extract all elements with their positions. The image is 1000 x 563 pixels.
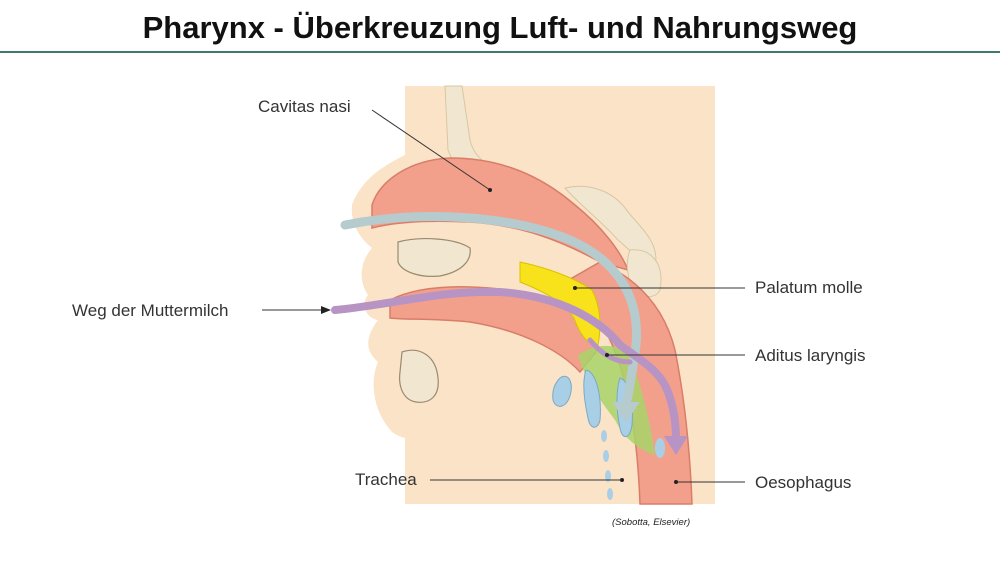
air-path-arrowhead: [612, 402, 640, 422]
label-aditus-laryngis: Aditus laryngis: [755, 346, 866, 365]
page-title: Pharynx - Überkreuzung Luft- und Nahrung…: [142, 10, 858, 45]
cricoid-cartilage: [655, 438, 665, 458]
leader-dot: [605, 353, 609, 357]
leader-dot: [674, 480, 678, 484]
label-oesophagus: Oesophagus: [755, 473, 851, 492]
leader-dot: [488, 188, 492, 192]
air-path-arrow: [340, 212, 641, 413]
label-trachea: Trachea: [355, 470, 417, 489]
leader-dot: [620, 478, 624, 482]
label-weg-muttermilch: Weg der Muttermilch: [72, 301, 229, 320]
label-cavitas-nasi: Cavitas nasi: [258, 97, 351, 116]
hard-palate-bone: [397, 238, 471, 277]
title-divider: [0, 51, 1000, 53]
milk-path-arrowhead: [664, 436, 688, 455]
milk-path-arrow: [331, 287, 680, 444]
source-credit: (Sobotta, Elsevier): [612, 517, 691, 528]
leader-cavitas-nasi: [371, 109, 491, 191]
leader-dot: [573, 286, 577, 290]
tracheal-ring: [605, 470, 611, 482]
tracheal-ring: [603, 450, 609, 462]
hyoid-cartilage: [552, 375, 572, 407]
thyroid-cartilage: [583, 369, 601, 428]
mandible-bone: [399, 349, 439, 403]
tracheal-ring: [601, 430, 607, 442]
tracheal-ring: [607, 488, 613, 500]
label-palatum-molle: Palatum molle: [755, 278, 863, 297]
